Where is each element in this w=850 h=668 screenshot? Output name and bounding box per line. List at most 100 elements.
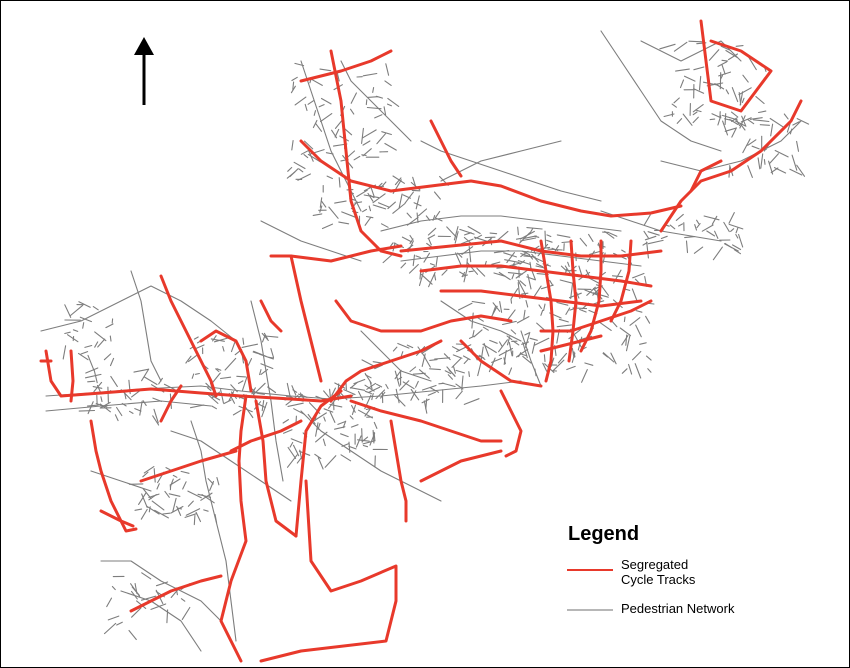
pedestrian-street [717,61,728,67]
pedestrian-street [384,80,392,86]
pedestrian-street [351,404,356,413]
pedestrian-street [350,92,357,104]
pedestrian-street [324,455,337,468]
pedestrian-street [538,246,551,250]
pedestrian-street [639,342,647,345]
pedestrian-street [387,201,396,210]
pedestrian-street [323,390,331,400]
pedestrian-street [253,382,266,395]
pedestrian-street [362,140,371,146]
pedestrian-street [341,211,357,218]
pedestrian-street [86,404,99,407]
pedestrian-street [220,376,232,380]
pedestrian-street [383,106,387,116]
pedestrian-street [103,353,112,361]
pedestrian-street [374,114,383,119]
pedestrian-street [576,292,580,299]
pedestrian-street [410,390,417,401]
pedestrian-street [412,372,426,375]
pedestrian-street [114,414,119,422]
pedestrian-street [659,43,676,50]
pedestrian-street [609,232,618,237]
pedestrian-street [343,389,356,396]
pedestrian-street [430,387,440,393]
pedestrian-street [441,269,448,276]
pedestrian-street [468,245,472,263]
pedestrian-street [72,329,79,332]
pedestrian-street [261,400,265,412]
pedestrian-street [377,202,390,208]
pedestrian-street [322,438,326,447]
pedestrian-street [362,129,377,139]
pedestrian-street [529,337,538,341]
pedestrian-street [103,622,117,635]
pedestrian-street [230,340,236,353]
pedestrian-street [373,421,378,429]
pedestrian-street [432,214,436,221]
pedestrian-street [752,119,770,123]
pedestrian-street [195,344,205,349]
pedestrian-street [338,221,350,225]
pedestrian-street [522,341,528,359]
pedestrian-street [461,246,474,255]
pedestrian-street [497,230,509,241]
pedestrian-street [524,331,531,348]
pedestrian-street [733,249,742,255]
pedestrian-street [468,335,475,339]
pedestrian-street [209,393,221,401]
pedestrian-street [286,171,296,179]
pedestrian-street [164,490,170,498]
pedestrian-street [703,215,720,221]
pedestrian-street [150,603,167,610]
pedestrian-street [224,357,237,371]
pedestrian-street [492,302,501,312]
pedestrian-street [362,444,369,448]
pedestrian-street [292,81,295,90]
pedestrian-street [461,375,464,391]
legend-label-pedestrian-network: Pedestrian Network [621,601,735,616]
pedestrian-street [433,273,437,281]
pedestrian-street [515,348,529,358]
legend-title: Legend [568,523,640,545]
pedestrian-street [297,393,308,398]
map-legend: Legend Segregated Cycle Tracks Pedestria… [563,523,823,633]
pedestrian-street [123,391,127,400]
pedestrian-street [565,307,571,315]
pedestrian-street [538,304,542,309]
pedestrian-street [241,343,259,348]
pedestrian-street [131,586,140,596]
pedestrian-street [741,97,745,104]
pedestrian-street [683,75,696,82]
pedestrian-street [338,177,341,188]
pedestrian-street [589,250,601,255]
pedestrian-street [451,346,461,352]
pedestrian-street [489,339,498,344]
pedestrian-street [586,286,596,296]
pedestrian-street [111,585,116,591]
pedestrian-street [77,352,89,361]
pedestrian-street [679,79,685,89]
pedestrian-street [292,444,300,457]
pedestrian-street [721,114,738,121]
pedestrian-street [512,340,520,346]
pedestrian-street [140,595,157,601]
pedestrian-street [314,453,322,460]
pedestrian-street [711,215,718,225]
pedestrian-street [418,272,424,287]
pedestrian-street [425,215,431,221]
pedestrian-street [510,288,519,300]
pedestrian-street [361,428,363,443]
pedestrian-street [282,419,289,424]
pedestrian-street [361,359,376,368]
pedestrian-street [371,392,374,401]
pedestrian-street [415,255,421,259]
pedestrian-street [453,366,456,374]
pedestrian-street [367,192,374,202]
pedestrian-street [673,41,688,52]
pedestrian-street [783,113,789,120]
pedestrian-street [299,392,305,400]
pedestrian-street [140,508,148,520]
pedestrian-street [676,118,683,124]
